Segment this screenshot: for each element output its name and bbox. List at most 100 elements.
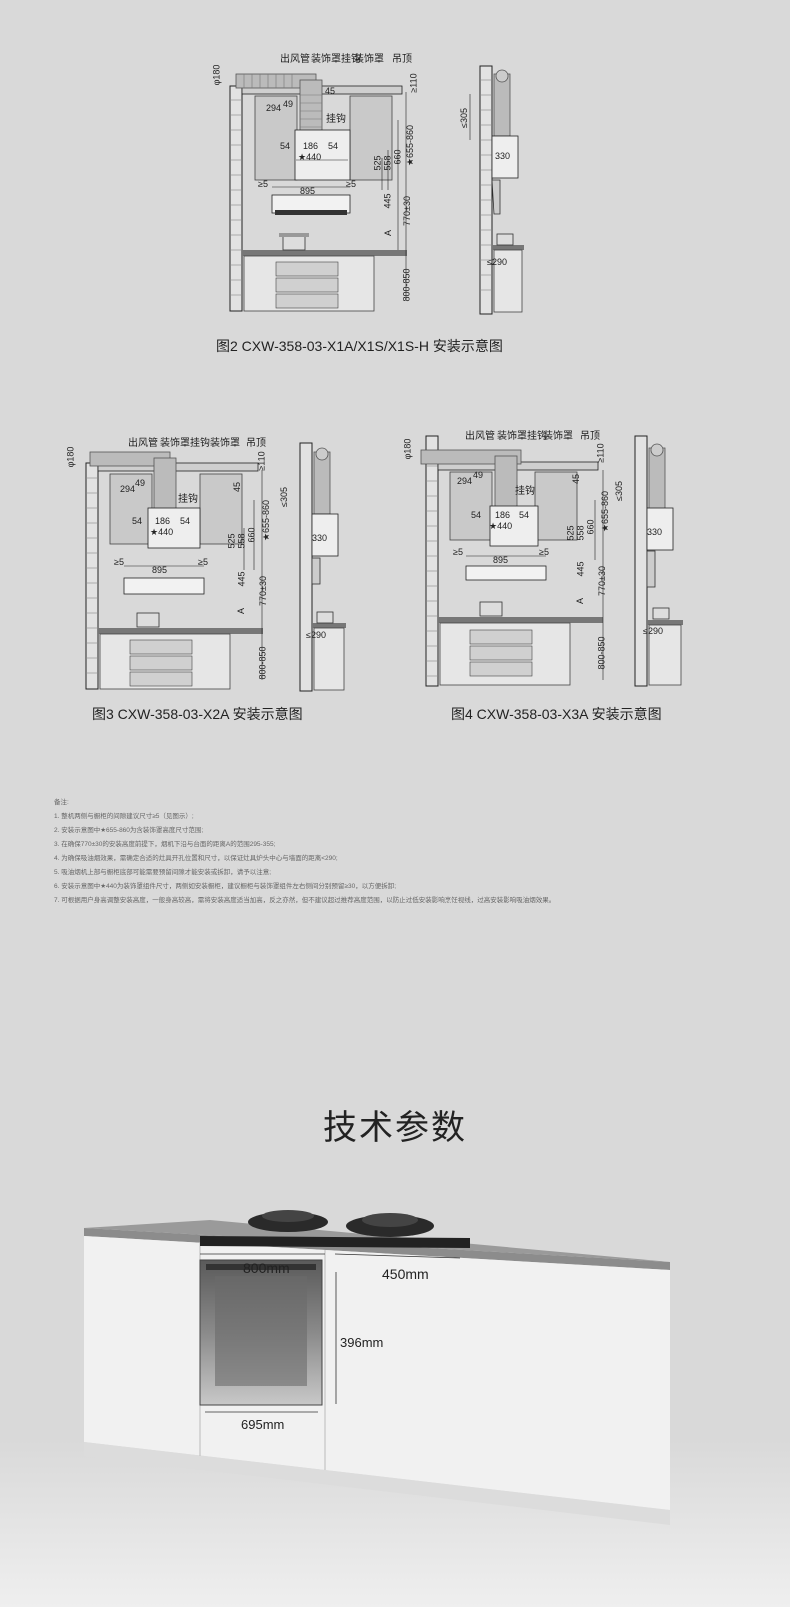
fig2-upper-cabinets bbox=[254, 95, 393, 181]
fig4-dim-294: 294 bbox=[457, 476, 473, 486]
note-item: 3. 在确保770±30的安装高度前提下，烟机下沿与台面的距离A的范围295-3… bbox=[54, 841, 276, 848]
fig4-dim-186: 186 bbox=[495, 510, 511, 520]
fig2-label-cover: 装饰罩 bbox=[354, 54, 384, 65]
fig3-dim-phi: φ180 bbox=[65, 446, 76, 468]
fig2-dimension-lines bbox=[272, 92, 407, 300]
fig4-dim-655: ★655-860 bbox=[600, 490, 611, 533]
fig3-dim-186: 186 bbox=[155, 516, 171, 526]
fig3-label-hook: 装饰罩挂钩 bbox=[160, 438, 210, 449]
fig3-dim-5a: ≥5 bbox=[114, 557, 124, 567]
fig3-dim-305: ≤305 bbox=[278, 487, 289, 507]
fig3-label-ceiling: 吊顶 bbox=[246, 438, 266, 449]
fig4-dim-phi: φ180 bbox=[402, 438, 413, 460]
fig2-dim-440: ★440 bbox=[298, 152, 322, 162]
fig4-dim-290: ≤290 bbox=[643, 626, 663, 636]
fig3-dim-895: 895 bbox=[152, 565, 168, 575]
fig4-dim-5a: ≥5 bbox=[453, 547, 463, 557]
dim-width-695: 695mm bbox=[241, 1417, 285, 1432]
fig2-dim-290: ≤290 bbox=[487, 257, 507, 267]
fig3-dim-525: 525 bbox=[226, 533, 237, 549]
fig2-label-ceiling: 吊顶 bbox=[392, 54, 412, 65]
fig4-caption: 图4 CXW-358-03-X3A 安装示意图 bbox=[451, 706, 662, 722]
figure-4: 出风管 装饰罩挂钩 装饰罩 吊顶 挂钩 φ180 49 45 294 ≥110 … bbox=[395, 0, 790, 730]
fig2-dim-49: 49 bbox=[283, 99, 294, 109]
fig3-dim-770: 770±30 bbox=[257, 576, 268, 606]
fig2-dim-45: 45 bbox=[325, 86, 336, 96]
fig2-dim-5b: ≥5 bbox=[346, 179, 356, 189]
fig4-dim-110: ≥110 bbox=[595, 443, 606, 463]
fig4-drawing bbox=[420, 435, 683, 687]
fig3-dim-54b: 54 bbox=[180, 516, 191, 526]
fig2-label-hanger: 挂钩 bbox=[326, 114, 346, 125]
fig3-dim-110: ≥110 bbox=[256, 451, 267, 471]
fig2-caption: 图2 CXW-358-03-X1A/X1S/X1S-H 安装示意图 bbox=[216, 338, 503, 354]
notes-block: 备注: 1. 整机两侧与橱柜的间隙建议尺寸≥5（见图示）; 2. 安装示意图中★… bbox=[54, 796, 754, 908]
fig4-dim-49: 49 bbox=[473, 470, 484, 480]
fig2-dim-895: 895 bbox=[300, 186, 316, 196]
dim-depth-450: 450mm bbox=[382, 1266, 429, 1282]
note-item: 6. 安装示意图中★440为装饰罩组件尺寸，两侧如安装橱柜，建议橱柜与装饰罩组件… bbox=[54, 883, 397, 890]
fig3-dim-A: A bbox=[236, 607, 247, 615]
fig3-dim-49: 49 bbox=[135, 478, 146, 488]
fig3-label-duct: 出风管 bbox=[128, 438, 158, 449]
fig4-dim-45: 45 bbox=[571, 473, 582, 485]
fig3-dim-290: ≤290 bbox=[306, 630, 326, 640]
fig2-side-view bbox=[469, 65, 524, 315]
fig3-dim-655: ★655-860 bbox=[261, 499, 272, 542]
figure-3: 出风管 装饰罩挂钩 装饰罩 吊顶 挂钩 φ180 49 45 294 ≥110 … bbox=[0, 0, 395, 730]
fig4-dim-660: 660 bbox=[585, 519, 596, 535]
notes-heading: 备注: bbox=[54, 799, 69, 806]
figure-2: 出风管 装饰罩挂钩 装饰罩 吊顶 挂钩 φ180 49 45 294 ≥110 … bbox=[0, 0, 790, 380]
fig4-dim-770: 770±30 bbox=[596, 566, 607, 596]
fig4-dim-54b: 54 bbox=[519, 510, 530, 520]
fig3-dim-5b: ≥5 bbox=[198, 557, 208, 567]
fig4-label-duct: 出风管 bbox=[465, 431, 495, 442]
fig2-dim-54b: 54 bbox=[328, 141, 339, 151]
fig2-dim-5a: ≥5 bbox=[258, 179, 268, 189]
dim-height-396: 396mm bbox=[340, 1335, 384, 1350]
fig4-label-cover: 装饰罩 bbox=[543, 431, 573, 442]
fig2-label-duct: 出风管 bbox=[280, 54, 310, 65]
fig4-dim-330: 330 bbox=[647, 527, 663, 537]
dim-width-800: 800mm bbox=[243, 1260, 290, 1276]
fig4-dim-525: 525 bbox=[565, 525, 576, 541]
fig3-label-hanger: 挂钩 bbox=[178, 494, 198, 505]
fig3-dim-660: 660 bbox=[246, 527, 257, 543]
product-drawing bbox=[0, 1210, 790, 1607]
fig2-dim-54a: 54 bbox=[280, 141, 291, 151]
fig4-dim-54a: 54 bbox=[471, 510, 482, 520]
fig4-dim-800: 800-850 bbox=[596, 636, 607, 670]
fig3-dim-54a: 54 bbox=[132, 516, 143, 526]
fig3-dim-330: 330 bbox=[312, 533, 328, 543]
fig4-label-hanger: 挂钩 bbox=[515, 486, 535, 497]
fig4-dim-445: 445 bbox=[575, 561, 586, 577]
fig3-dim-558: 558 bbox=[236, 533, 247, 549]
note-item: 1. 整机两侧与橱柜的间隙建议尺寸≥5（见图示）; bbox=[54, 813, 194, 820]
fig2-lower-cabinet bbox=[242, 233, 407, 312]
fig4-dim-895: 895 bbox=[493, 555, 509, 565]
section-title: 技术参数 bbox=[323, 1109, 467, 1147]
note-item: 5. 吸油烟机上部与橱柜底部可能需要预留间隙才能安装或拆卸，请予以注意; bbox=[54, 869, 272, 876]
fig2-dim-294: 294 bbox=[266, 103, 282, 113]
note-item: 4. 为确保吸油烟效果，需确定合适的灶具开孔位置和尺寸，以保证灶具炉头中心与墙面… bbox=[54, 855, 338, 862]
fig4-dim-558: 558 bbox=[575, 525, 586, 541]
fig3-drawing bbox=[85, 442, 346, 692]
fig4-dim-440: ★440 bbox=[489, 521, 513, 531]
fig3-dim-45: 45 bbox=[232, 481, 243, 493]
fig4-dim-305: ≤305 bbox=[613, 481, 624, 501]
fig4-dim-A: A bbox=[575, 597, 586, 605]
fig3-dim-294: 294 bbox=[120, 484, 136, 494]
note-item: 7. 可根据用户身高调整安装高度，一般身高较高，需将安装高度适当加高，反之亦然，… bbox=[54, 897, 556, 904]
fig2-dim-330: 330 bbox=[495, 151, 511, 161]
fig4-label-hook: 装饰罩挂钩 bbox=[497, 431, 547, 442]
fig4-label-ceiling: 吊顶 bbox=[580, 431, 600, 442]
product-illustration: 800mm 450mm 396mm 695mm bbox=[0, 1180, 790, 1607]
fig3-dim-800: 800-850 bbox=[257, 646, 268, 680]
fig4-dim-5b: ≥5 bbox=[539, 547, 549, 557]
fig3-dim-445: 445 bbox=[236, 571, 247, 587]
fig3-caption: 图3 CXW-358-03-X2A 安装示意图 bbox=[92, 706, 303, 722]
fig2-label-hook: 装饰罩挂钩 bbox=[311, 54, 361, 65]
note-item: 2. 安装示意图中★655-860为含装饰罩高度尺寸范围; bbox=[54, 827, 204, 834]
fig2-hood bbox=[271, 129, 351, 215]
fig3-label-cover: 装饰罩 bbox=[210, 438, 240, 449]
